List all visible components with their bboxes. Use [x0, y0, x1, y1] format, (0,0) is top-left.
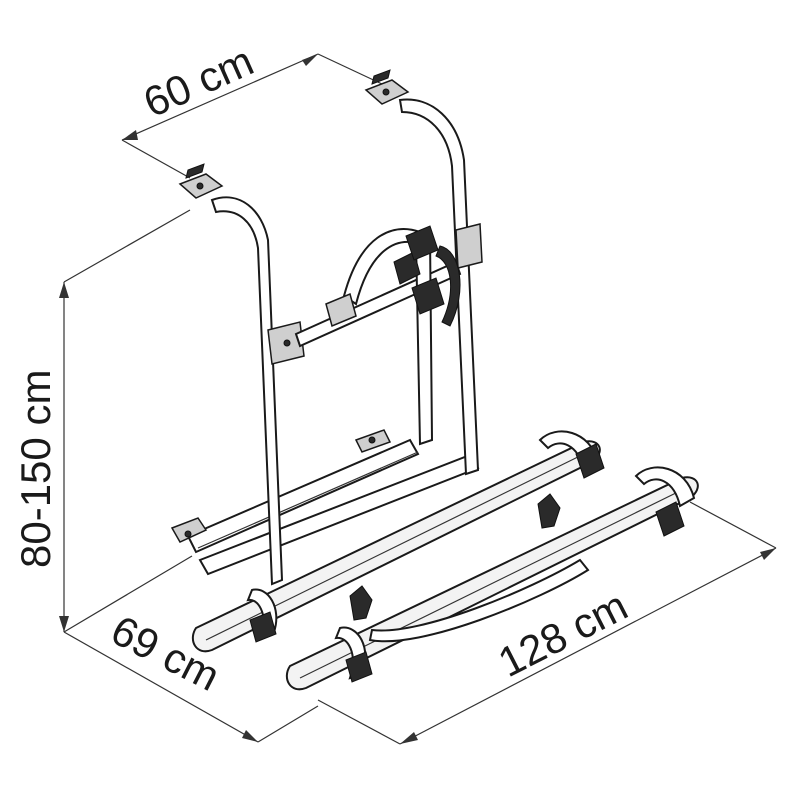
wheel-holder-right [537, 493, 561, 529]
width-dimension-label: 60 cm [137, 37, 261, 126]
drip-tray [368, 558, 590, 643]
depth-dimension-label: 69 cm [104, 606, 227, 700]
rear-wheel-rail [191, 430, 605, 653]
left-upright [210, 196, 305, 586]
top-right-mount [364, 69, 410, 105]
bike-rack-illustration [170, 69, 699, 691]
dimension-lines [59, 53, 777, 745]
top-left-mount [178, 163, 224, 199]
base-frame [170, 429, 480, 576]
height-dimension-label: 80-150 cm [12, 370, 59, 568]
wheel-holder-left [349, 585, 373, 621]
frame-holder-arm [393, 225, 461, 446]
right-upright [398, 98, 483, 476]
